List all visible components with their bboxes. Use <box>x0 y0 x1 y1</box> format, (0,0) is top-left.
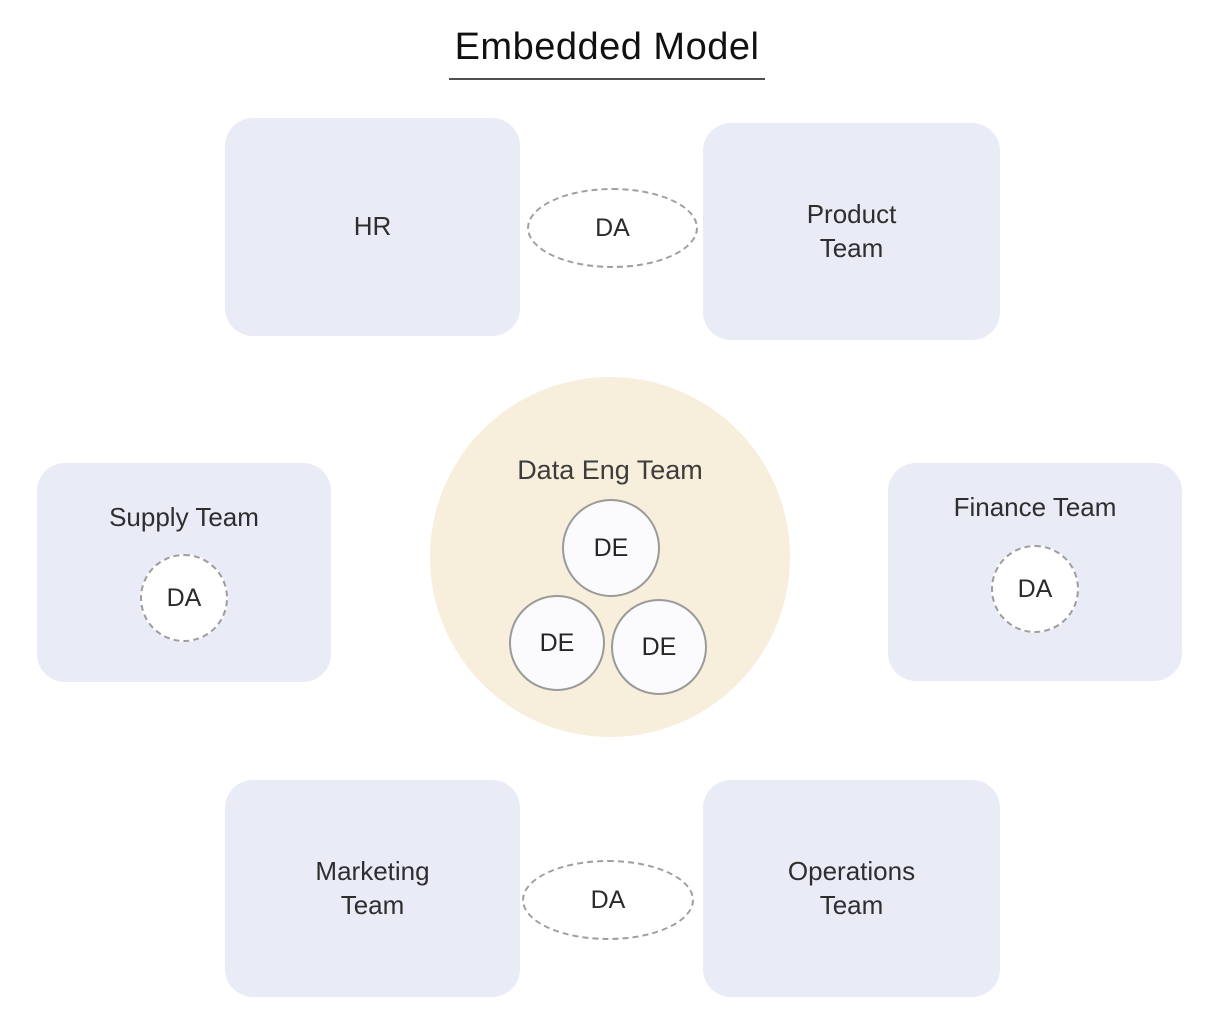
team-label-supply: Supply Team <box>109 502 259 532</box>
center-circle-data-eng-team: Data Eng Team DE DE DE <box>430 377 790 737</box>
member-circle-de-3: DE <box>611 599 707 695</box>
member-circle-de-1: DE <box>562 499 660 597</box>
embedded-analyst-circle-supply: DA <box>140 554 228 642</box>
analyst-label-top: DA <box>595 213 630 242</box>
page-title: Embedded Model <box>0 26 1214 80</box>
team-box-supply: Supply Team DA <box>37 463 331 682</box>
embedded-analyst-circle-finance: DA <box>991 545 1079 633</box>
team-label-hr: HR <box>353 211 392 242</box>
analyst-label-supply: DA <box>166 583 202 612</box>
member-circle-de-2: DE <box>509 595 605 691</box>
analyst-label-finance: DA <box>1017 574 1053 603</box>
team-label-operations: Operations Team <box>787 855 916 920</box>
team-box-product: Product Team <box>703 123 1000 340</box>
page-title-text: Embedded Model <box>448 26 766 80</box>
team-label-product: Product Team <box>806 198 897 263</box>
team-box-operations: Operations Team <box>703 780 1000 997</box>
team-box-finance: Finance Team DA <box>888 463 1182 681</box>
shared-analyst-ellipse-bottom: DA <box>522 860 694 940</box>
shared-analyst-ellipse-top: DA <box>527 188 698 268</box>
member-label-de-1: DE <box>593 533 629 562</box>
center-team-label: Data Eng Team <box>517 455 703 485</box>
member-label-de-3: DE <box>641 632 677 661</box>
team-label-finance: Finance Team <box>953 492 1117 522</box>
analyst-label-bottom: DA <box>590 885 626 914</box>
team-label-marketing: Marketing Team <box>315 855 430 920</box>
team-box-hr: HR <box>225 118 520 336</box>
team-box-marketing: Marketing Team <box>225 780 520 997</box>
member-label-de-2: DE <box>539 628 575 657</box>
